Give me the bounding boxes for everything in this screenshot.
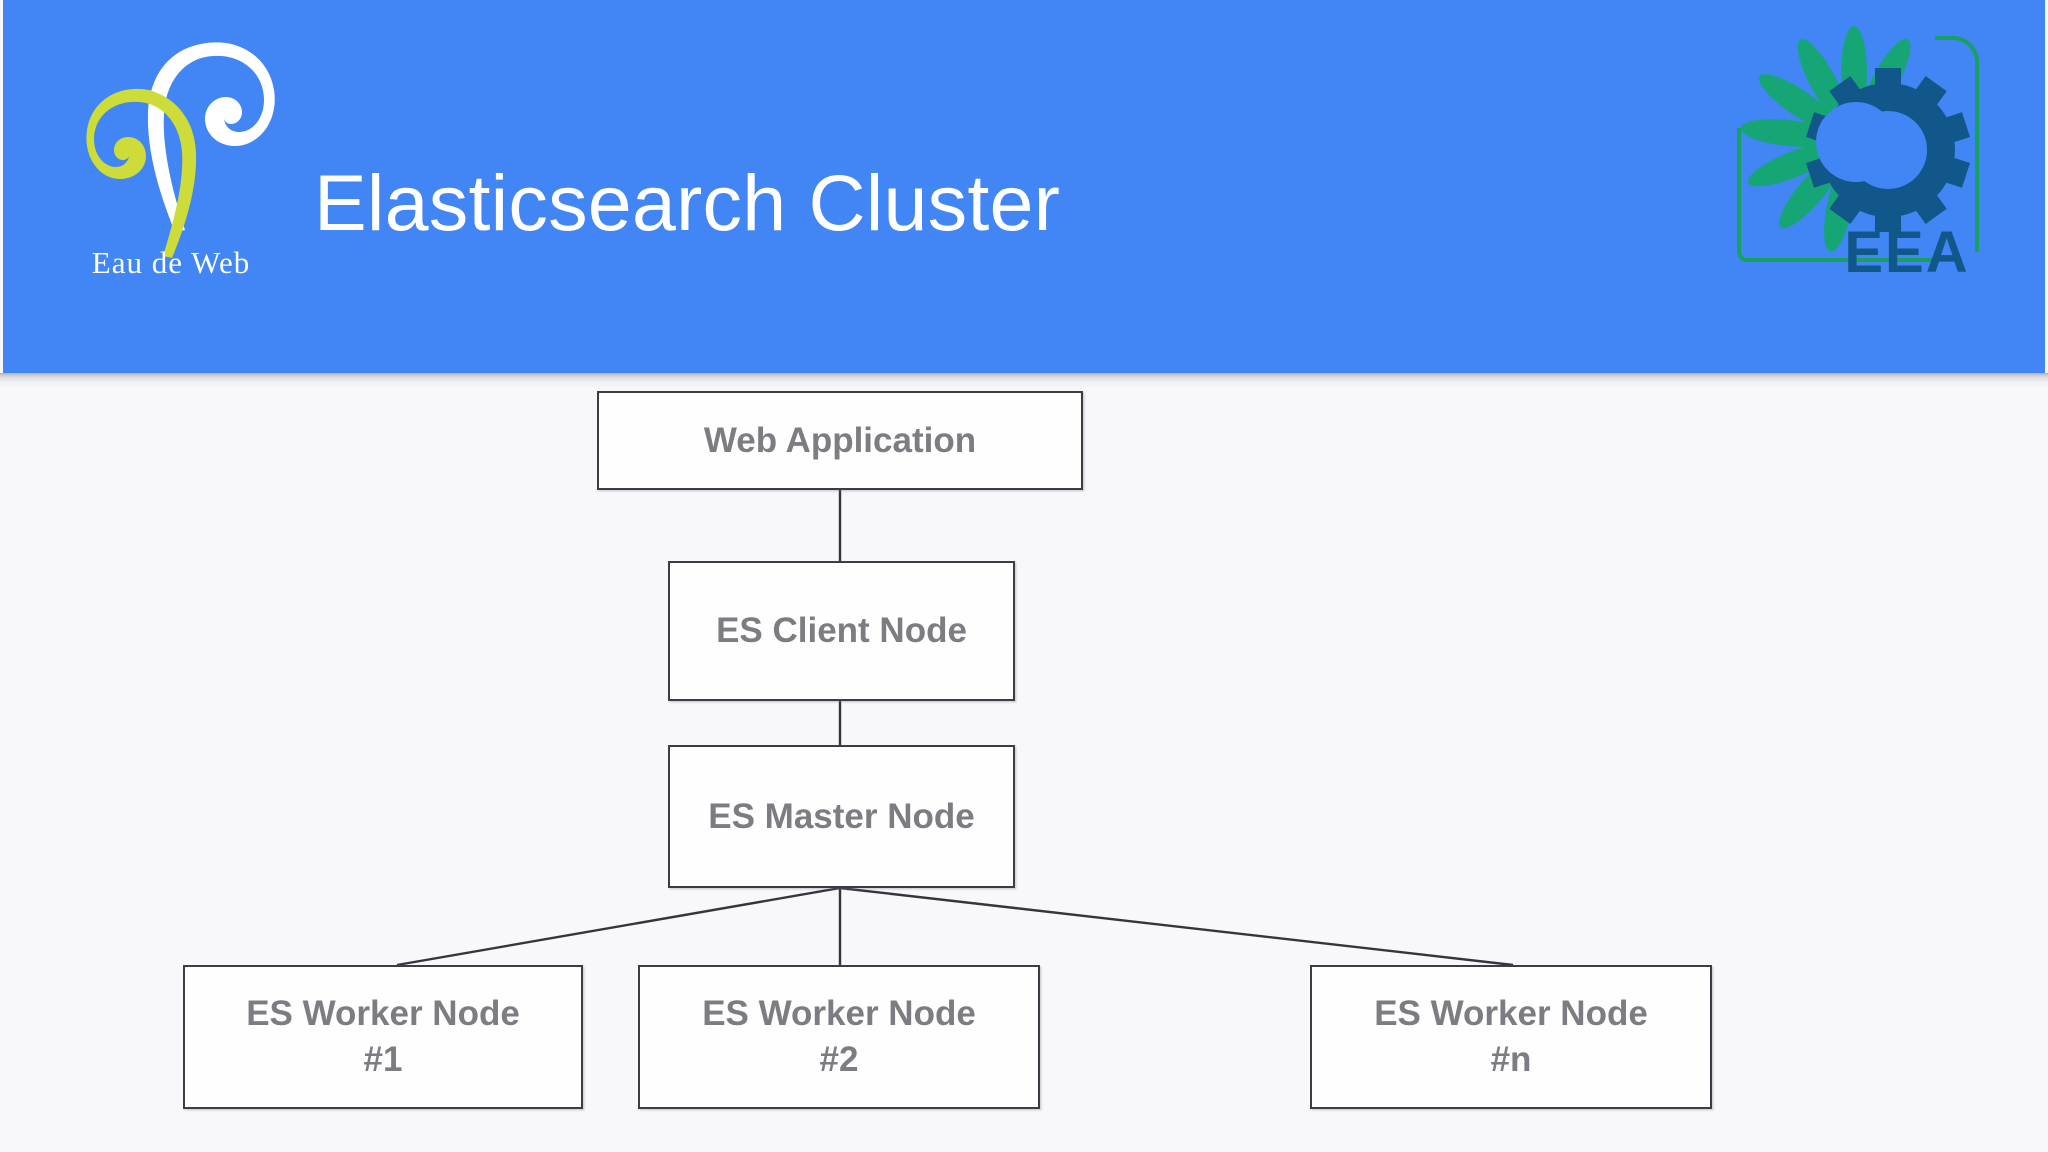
- node-label: ES Worker Node #1: [246, 994, 520, 1079]
- page-title: Elasticsearch Cluster: [314, 158, 1061, 247]
- svg-text:Eau de Web: Eau de Web: [92, 245, 250, 280]
- node-es-client-node[interactable]: ES Client Node: [668, 561, 1015, 701]
- node-es-worker-node-n[interactable]: ES Worker Node #n: [1310, 965, 1712, 1109]
- node-es-worker-node-2[interactable]: ES Worker Node #2: [638, 965, 1040, 1109]
- node-label: Web Application: [703, 420, 977, 460]
- slide-header-band: Eau de Web Elasticsearch Cluster: [3, 0, 2045, 373]
- eea-logo: EEA: [1717, 22, 1999, 280]
- eau-de-web-logo: Eau de Web: [53, 28, 289, 290]
- node-label: ES Worker Node #n: [1374, 994, 1648, 1079]
- edge-master-to-worker-n: [839, 886, 1514, 967]
- node-web-application[interactable]: Web Application: [597, 391, 1083, 490]
- node-es-worker-node-1[interactable]: ES Worker Node #1: [183, 965, 583, 1109]
- node-label: ES Client Node: [716, 611, 967, 650]
- node-label: ES Worker Node #2: [702, 994, 976, 1079]
- node-es-master-node[interactable]: ES Master Node: [668, 745, 1015, 888]
- edge-master-to-worker-1: [396, 886, 841, 967]
- header-drop-shadow: [0, 373, 2048, 389]
- elasticsearch-cluster-diagram: Web Application ES Client Node ES Master…: [0, 373, 2048, 1152]
- svg-text:EEA: EEA: [1844, 220, 1969, 280]
- node-label: ES Master Node: [708, 796, 975, 836]
